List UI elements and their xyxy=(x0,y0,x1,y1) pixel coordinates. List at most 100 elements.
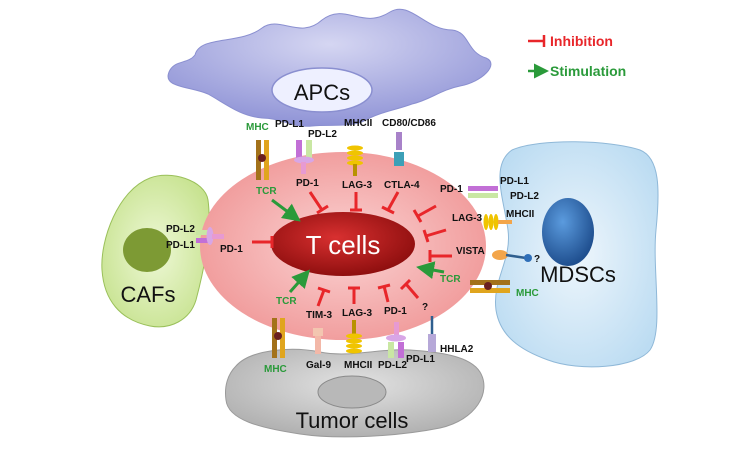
stimulation-arrow xyxy=(288,269,310,293)
mdsc-label: MDSCs xyxy=(540,262,616,287)
stimulation-arrow xyxy=(416,261,445,280)
tumor-mhc-label: MHC xyxy=(264,364,287,375)
caf-label: CAFs xyxy=(121,282,176,307)
legend-inhibition-label: Inhibition xyxy=(550,33,613,49)
t-cell-label: T cells xyxy=(306,230,381,260)
caf-nucleus xyxy=(123,228,171,272)
pdl1-bar xyxy=(468,186,498,191)
tumor-hhla2-label: HHLA2 xyxy=(440,344,474,355)
mhc-tcr-bar xyxy=(272,318,277,358)
tumor-question-label: ? xyxy=(422,302,428,313)
tumor-tim3-label: TIM-3 xyxy=(306,310,333,321)
vista-link xyxy=(505,253,527,260)
vista-ligand-icon xyxy=(524,254,532,262)
gal9-bar xyxy=(315,336,321,354)
pdl1-bar xyxy=(196,238,208,243)
mdsc-receptors: PD-1 PD-L1 PD-L2 LAG-3 MHCII VISTA ? TCR… xyxy=(412,176,540,299)
mhc-tcr-bar xyxy=(256,140,261,180)
apc-pdl1-label: PD-L1 xyxy=(275,119,304,130)
inhibition-arrow xyxy=(348,286,360,304)
mdsc-tcr-label: TCR xyxy=(440,274,461,285)
mdsc-vista-label: VISTA xyxy=(456,246,485,257)
tumor-tcr-label: TCR xyxy=(276,296,297,307)
mhc-tcr-bar xyxy=(264,140,269,180)
vista-icon xyxy=(492,250,508,260)
tumor-gal9-label: Gal-9 xyxy=(306,360,331,371)
inhibition-arrow xyxy=(381,191,400,215)
pd1-bar xyxy=(301,162,306,174)
tumor-pdl1-label: PD-L1 xyxy=(406,354,435,365)
mdsc-mhcii-label: MHCII xyxy=(506,209,535,220)
apc-pd1-label: PD-1 xyxy=(296,178,319,189)
mhc-tcr-bar xyxy=(470,288,510,293)
pdl2-bar xyxy=(306,140,312,158)
antigen-icon xyxy=(258,154,266,162)
pdl1-bar xyxy=(296,140,302,158)
tumor-cell: Tumor cells xyxy=(225,348,485,438)
apc-cd80-label: CD80/CD86 xyxy=(382,118,436,129)
tumor-pdl2-label: PD-L2 xyxy=(378,360,407,371)
apc-tcr-label: TCR xyxy=(256,186,277,197)
ctla4-bar xyxy=(394,152,404,166)
apc-receptors: MHC PD-L1 PD-L2 MHCII CD80/CD86 TCR PD-1… xyxy=(246,118,436,222)
apc-cell: APCs xyxy=(167,8,492,127)
mhc-tcr-bar xyxy=(280,318,285,358)
tim3-bar xyxy=(313,328,323,336)
apc-pdl2-label: PD-L2 xyxy=(308,129,337,140)
mdsc-pdl2-label: PD-L2 xyxy=(510,191,539,202)
antigen-icon xyxy=(484,282,492,290)
apc-label: APCs xyxy=(294,80,350,105)
inhibition-arrow xyxy=(422,228,447,243)
apc-nucleus xyxy=(271,67,373,113)
lag3-coil xyxy=(483,214,512,230)
pdl2-bar xyxy=(468,193,498,198)
inhibition-arrow xyxy=(412,204,437,223)
apc-ctla4-label: CTLA-4 xyxy=(384,180,420,191)
caf-pdl2-label: PD-L2 xyxy=(166,224,195,235)
caf-cell: CAFs xyxy=(101,174,210,328)
lag3-coil xyxy=(346,320,362,354)
mdsc-cell: MDSCs xyxy=(494,141,659,368)
pdl2-bar xyxy=(196,230,208,235)
pdl1-bar xyxy=(398,342,404,358)
mdsc-lag3-label: LAG-3 xyxy=(452,213,482,224)
legend: Inhibition Stimulation xyxy=(528,33,626,79)
inhibition-arrow xyxy=(399,278,420,299)
caf-pd1-label: PD-1 xyxy=(220,244,243,255)
tumor-nucleus xyxy=(317,375,387,409)
legend-inhibition-icon xyxy=(528,35,546,47)
t-cell-core xyxy=(271,212,415,276)
antigen-icon xyxy=(274,332,282,340)
mdsc-pd1-label: PD-1 xyxy=(440,184,463,195)
apc-mhc-label: MHC xyxy=(246,122,269,133)
mhc-tcr-bar xyxy=(470,280,510,285)
inhibition-arrow xyxy=(377,283,391,303)
tumor-lag3-label: LAG-3 xyxy=(342,308,372,319)
mdsc-nucleus xyxy=(542,198,594,266)
inhibition-arrow xyxy=(316,286,331,307)
pd1-disc xyxy=(294,156,314,164)
inhibition-arrow xyxy=(350,192,362,212)
inhibition-arrow xyxy=(308,191,329,215)
lag3-coil xyxy=(347,145,363,176)
tumor-label: Tumor cells xyxy=(296,408,409,433)
apc-lag3-label: LAG-3 xyxy=(342,180,372,191)
pd1-bar xyxy=(394,322,399,336)
tumor-receptors: TCR TIM-3 LAG-3 PD-1 ? MHC Gal-9 MHCII P… xyxy=(264,269,474,375)
tumor-mhcii-label: MHCII xyxy=(344,360,373,371)
mdsc-mhc-label: MHC xyxy=(516,288,539,299)
cd80-bar xyxy=(396,132,402,150)
pdl2-bar xyxy=(388,342,394,358)
hhla2-bar xyxy=(428,334,436,352)
stimulation-arrow xyxy=(271,198,301,222)
mdsc-question-label: ? xyxy=(534,254,540,265)
caf-pdl1-label: PD-L1 xyxy=(166,240,195,251)
tumor-pd1-label: PD-1 xyxy=(384,306,407,317)
mdsc-pdl1-label: PD-L1 xyxy=(500,176,529,187)
apc-mhcii-label: MHCII xyxy=(344,118,373,129)
inhibition-arrow xyxy=(428,250,452,262)
inhibition-arrow xyxy=(252,236,274,248)
pd1-disc xyxy=(386,334,406,342)
